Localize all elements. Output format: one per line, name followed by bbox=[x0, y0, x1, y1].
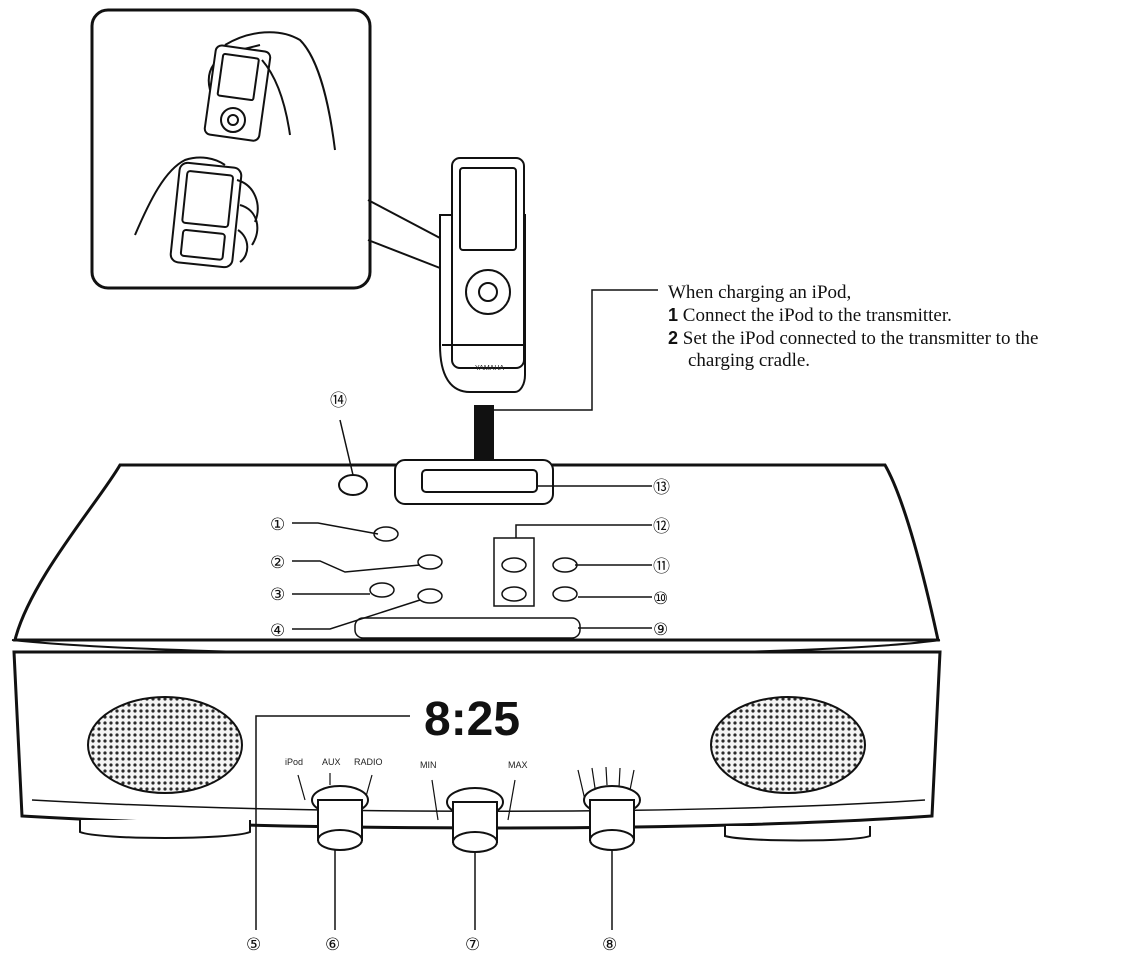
callout-8: ⑧ bbox=[602, 935, 617, 954]
charging-cradle bbox=[394, 459, 554, 505]
instruction-step-2: 2 Set the iPod connected to the transmit… bbox=[668, 327, 1138, 350]
callout-7: ⑦ bbox=[465, 935, 480, 954]
left-speaker-grille bbox=[87, 696, 243, 794]
snooze-bar[interactable] bbox=[354, 617, 581, 639]
source-selector-knob[interactable] bbox=[311, 785, 369, 851]
right-speaker-grille bbox=[710, 696, 866, 794]
callout-12: ⑫ bbox=[653, 517, 670, 536]
control-buttons bbox=[354, 526, 581, 639]
instruction-step-1: 1 Connect the iPod to the transmitter. bbox=[668, 304, 1138, 327]
random-button[interactable] bbox=[552, 586, 578, 602]
charging-instructions: When charging an iPod, 1 Connect the iPo… bbox=[668, 282, 1138, 372]
instructions-intro: When charging an iPod, bbox=[668, 282, 852, 303]
callout-4: ④ bbox=[270, 621, 285, 640]
tuning-group-frame bbox=[493, 537, 535, 607]
knob-area: iPod AUX RADIO MIN MAX bbox=[285, 757, 641, 853]
source-label-radio: RADIO bbox=[354, 757, 383, 767]
instruction-step-2-continued: charging cradle. bbox=[688, 350, 811, 371]
tuning-down-button[interactable] bbox=[501, 586, 527, 602]
inset-panel bbox=[90, 8, 441, 290]
callout-leader-lines bbox=[255, 419, 652, 930]
callout-3: ③ bbox=[270, 585, 285, 604]
hand-holding-transmitter-illustration bbox=[134, 156, 259, 269]
callout-numbers: ⑭ ① ② ③ ④ ⑨ ⑩ ⑪ ⑫ ⑬ ⑤ ⑥ ⑦ ⑧ bbox=[246, 391, 670, 954]
memory-button[interactable] bbox=[552, 557, 578, 573]
dock-unit bbox=[11, 463, 942, 842]
callout-13: ⑬ bbox=[653, 478, 670, 497]
step-number: 2 bbox=[668, 328, 679, 348]
ipod-on-transmitter-illustration: YAMAHA bbox=[439, 157, 526, 393]
callout-11: ⑪ bbox=[653, 557, 670, 576]
clock-display: 8:25 bbox=[424, 693, 520, 746]
callout-1: ① bbox=[270, 515, 285, 534]
callout-14: ⑭ bbox=[330, 391, 347, 410]
callout-9: ⑨ bbox=[653, 620, 668, 639]
volume-label-min: MIN bbox=[420, 760, 437, 770]
tuning-up-button[interactable] bbox=[501, 557, 527, 573]
alarm-button[interactable] bbox=[369, 582, 395, 598]
source-label-aux: AUX bbox=[322, 757, 341, 767]
step-text: Connect the iPod to the transmitter. bbox=[682, 305, 952, 326]
volume-knob[interactable] bbox=[446, 787, 504, 853]
callout-2: ② bbox=[270, 553, 285, 572]
tone-knob[interactable] bbox=[583, 785, 641, 851]
step-text: Set the iPod connected to the transmitte… bbox=[682, 328, 1039, 349]
source-label-ipod: iPod bbox=[285, 757, 303, 767]
top-button[interactable] bbox=[338, 474, 368, 496]
track-button[interactable] bbox=[417, 554, 443, 570]
step-number: 1 bbox=[668, 305, 679, 325]
note-leader-line bbox=[494, 289, 658, 411]
callout-5: ⑤ bbox=[246, 935, 261, 954]
svg-text:YAMAHA: YAMAHA bbox=[475, 365, 504, 372]
callout-6: ⑥ bbox=[325, 935, 340, 954]
callout-10: ⑩ bbox=[653, 589, 668, 608]
volume-label-max: MAX bbox=[508, 760, 528, 770]
set-button[interactable] bbox=[417, 588, 443, 604]
hand-holding-ipod-illustration bbox=[203, 31, 336, 151]
